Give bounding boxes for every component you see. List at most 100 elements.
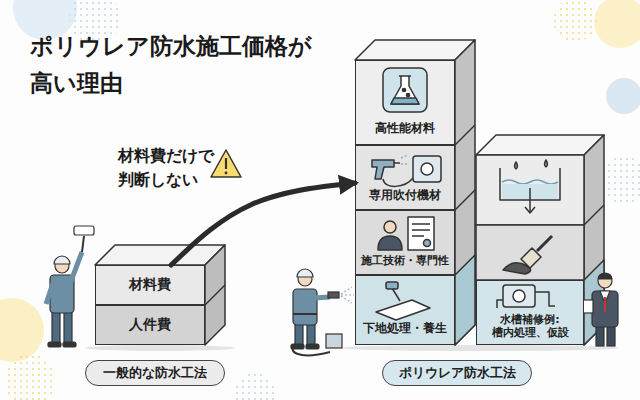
background-decor [553,0,597,42]
roller-worker [63,342,76,347]
expert-icon [412,223,430,225]
background-decor [601,156,640,204]
flask-icon [402,88,405,91]
spray-worker [291,344,304,349]
pump-icon [497,300,503,308]
cost-block: 材料費 [95,265,205,305]
spray-worker [297,269,313,277]
cost-block: 下地処理・養生 [355,275,455,345]
water-tank-icon [502,180,558,184]
business-person [598,274,612,288]
flask-icon [391,98,419,104]
background-decor [233,373,277,400]
expert-icon [378,236,402,250]
expert-icon [378,217,434,250]
roller-worker [74,226,94,235]
business-person [583,300,593,313]
flask-icon [383,68,427,112]
background-decor [0,298,44,362]
flow-arrow [171,183,355,265]
title-block: ポリウレア防水施工価格が 高い理由 [30,28,330,102]
brush-icon [537,236,552,251]
node-text: 水槽補修例: 槽内処理、仮設 [477,313,583,341]
background-decor [594,0,640,48]
node-text: 専用吹付機材 [369,188,441,203]
note-label: 材料費だけで 判断しない [118,144,230,192]
flask-icon [383,68,427,112]
node-text: ポリウレア防水工法 [399,365,516,381]
stack-3d-faces [584,205,604,225]
trowel-icon [376,300,430,320]
spray-worker [341,287,352,294]
spray-machine-icon [401,163,409,165]
spray-worker [341,294,354,295]
expert-icon [412,229,430,231]
water-tank-icon [502,184,558,199]
spray-machine-icon [383,178,413,186]
roller-worker [52,310,60,344]
node-text: 高性能材料 [375,121,435,136]
node-text: 一般的な防水工法 [103,365,207,381]
stack-3d-faces [95,40,604,345]
stack-3d-faces [95,245,225,265]
water-tank-icon [515,162,518,169]
water-tank-icon [500,168,560,200]
trowel-icon [386,282,398,289]
water-tank-icon [545,160,548,167]
water-tank-icon [525,207,535,213]
brush-icon [521,248,541,268]
ground-shadow [85,345,620,351]
roller-worker [46,226,94,347]
spray-machine-icon [394,162,400,164]
brush-icon [503,263,531,274]
spray-worker [341,296,352,303]
stack-3d-faces [205,245,225,345]
cost-block: 施工技術・専門性 [355,210,455,275]
trowel-icon [376,282,430,320]
spray-machine-icon [421,163,433,175]
roller-worker [54,256,70,264]
node-text: 下地処理・養生 [363,321,447,336]
warning-symbol [211,150,241,177]
stack-3d-faces [455,40,475,345]
spray-worker [293,313,317,315]
background-decor [4,354,56,400]
water-tank-icon [529,188,531,212]
flask-icon [406,93,409,96]
title-text: ポリウレア防水施工価格が 高い理由 [30,28,330,102]
cost-block: 人件費 [95,305,205,345]
roller-worker [82,236,84,252]
roller-worker [71,252,82,281]
cost-block: 水槽補修例: 槽内処理、仮設 [476,280,584,345]
roller-worker [64,310,72,344]
business-person [592,291,618,327]
node-text: 人件費 [129,316,171,334]
pump-icon [503,285,535,307]
method-pill: 一般的な防水工法 [85,360,225,386]
business-person [604,297,606,312]
stack-3d-faces [455,190,475,210]
stack-3d-faces [455,255,475,345]
method-pill: ポリウレア防水工法 [382,360,532,386]
expert-icon [384,221,396,233]
stack-3d-faces [205,285,225,305]
business-person [583,273,618,346]
expert-icon [424,240,431,247]
spray-worker [293,289,317,325]
spray-machine-icon [401,155,408,158]
cost-block: 専用吹付機材 [355,145,455,210]
node-text: 材料費 [129,276,171,294]
expert-icon [412,235,424,237]
stack-3d-faces [476,155,584,225]
background-decor [606,78,640,114]
stack-3d-faces [476,135,604,155]
node-text: 施工技術・専門性 [361,254,449,268]
expert-icon [408,217,434,250]
stack-3d-faces [455,125,475,145]
warning-symbol [225,172,228,175]
